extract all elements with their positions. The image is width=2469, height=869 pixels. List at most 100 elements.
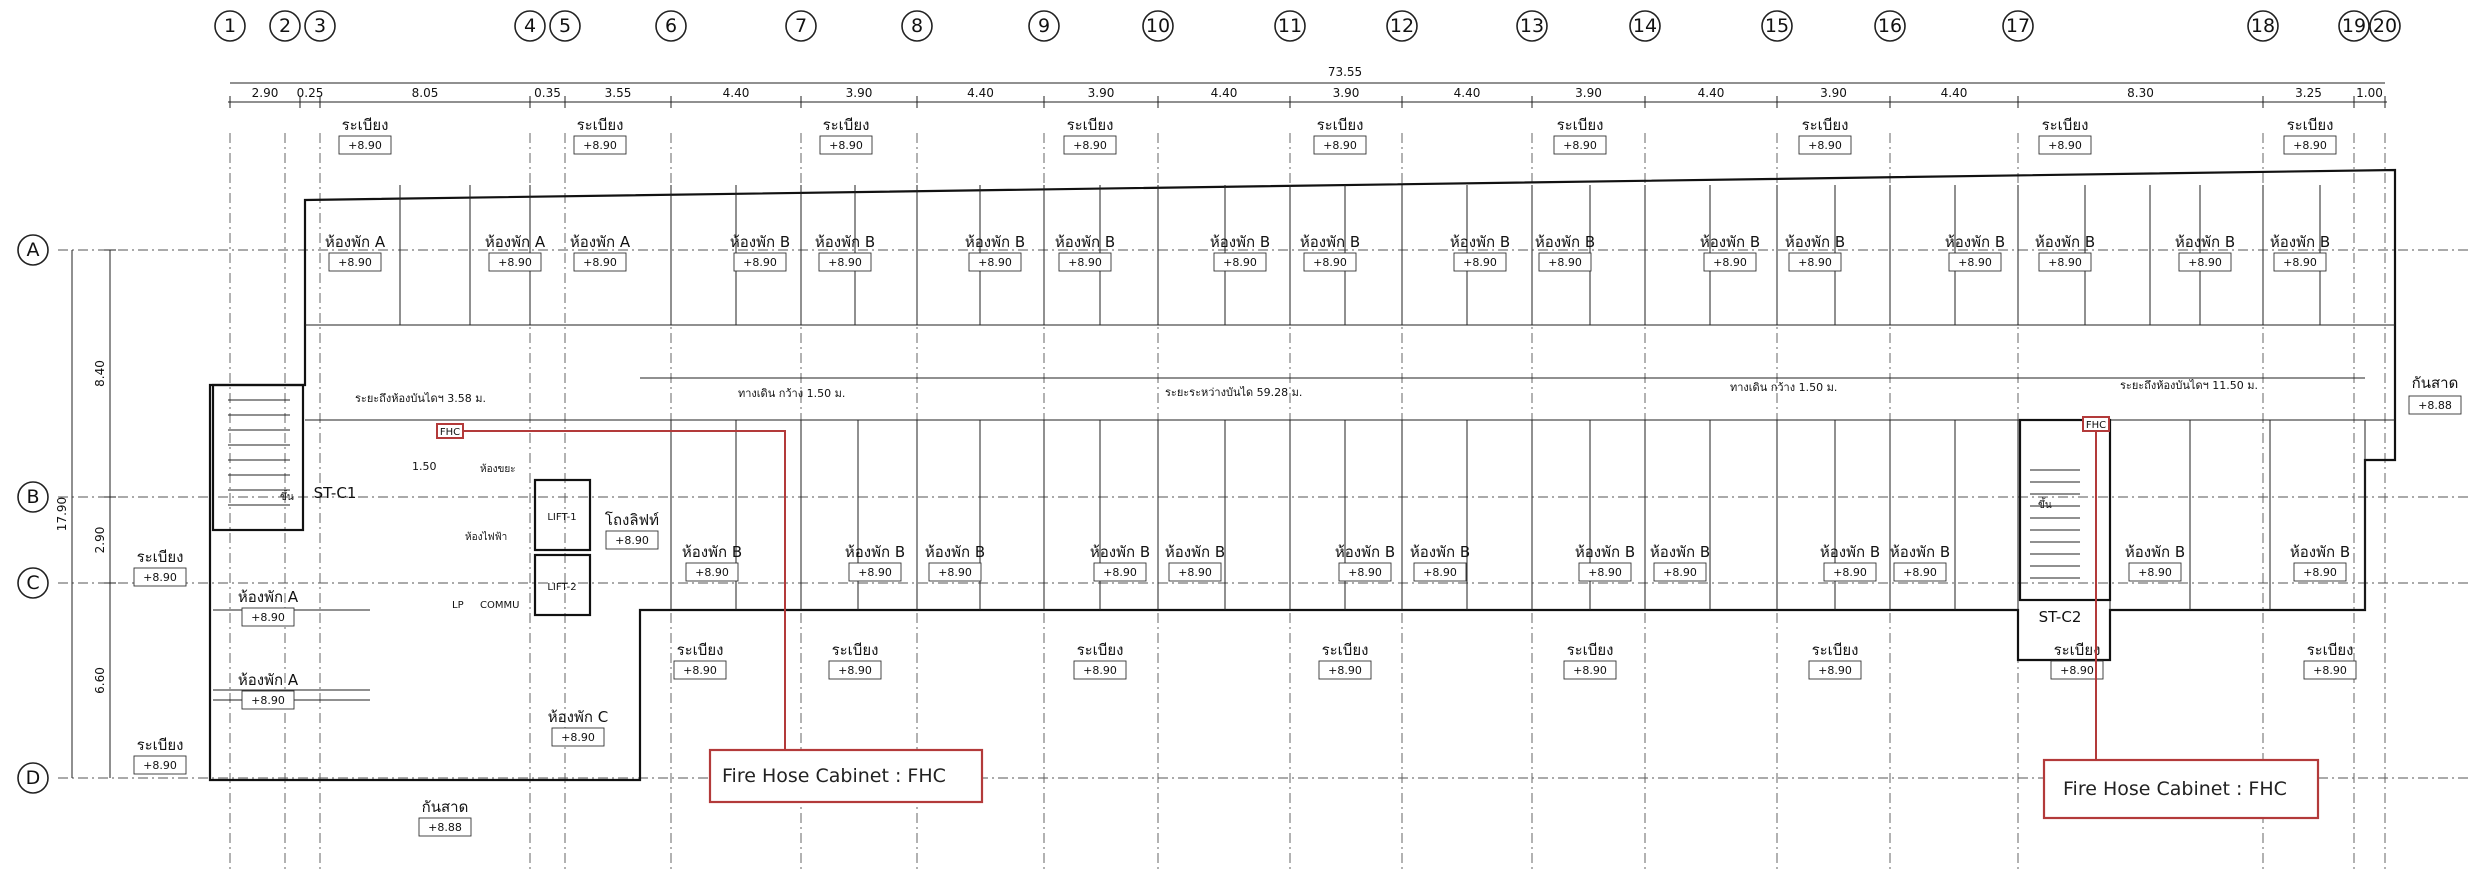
level-box bbox=[1058, 252, 1112, 272]
level-text: +8.90 bbox=[348, 139, 382, 152]
balcony-label: ระเบียง bbox=[1067, 116, 1114, 134]
grid-bubble-circle bbox=[1386, 10, 1418, 42]
level-text: +8.90 bbox=[1313, 256, 1347, 269]
level-text: +8.90 bbox=[143, 759, 177, 772]
grid-bubble-circle bbox=[304, 10, 336, 42]
grid-bubble-label: 9 bbox=[1038, 15, 1050, 37]
level-box bbox=[1093, 562, 1147, 582]
room-b-label: ห้องพัก B bbox=[815, 233, 875, 251]
grid-bubble-1: 1 bbox=[214, 10, 246, 42]
lift-1-shaft bbox=[533, 478, 592, 552]
room-b-label: ห้องพัก B bbox=[1165, 543, 1225, 561]
level-text: +8.90 bbox=[1663, 566, 1697, 579]
grid-bubble-label: 12 bbox=[1390, 15, 1414, 37]
overall-dim-text: 73.55 bbox=[1328, 65, 1362, 79]
level-text: +8.90 bbox=[1573, 664, 1607, 677]
room-b-label: ห้องพัก B bbox=[1450, 233, 1510, 251]
grid-bubble-13: 13 bbox=[1516, 10, 1548, 42]
level-box bbox=[928, 562, 982, 582]
segment-dim-text: 3.25 bbox=[2295, 86, 2322, 100]
corridor-width-left: ทางเดิน กว้าง 1.50 ม. bbox=[738, 387, 845, 400]
level-text: +8.90 bbox=[498, 256, 532, 269]
room-b-label: ห้องพัก B bbox=[1945, 233, 2005, 251]
grid-bubble-12: 12 bbox=[1386, 10, 1418, 42]
room-c-label: ห้องพัก C bbox=[548, 708, 608, 726]
grid-bubble-2: 2 bbox=[269, 10, 301, 42]
left-segment-dim-text: 8.40 bbox=[93, 360, 107, 387]
grid-bubble-circle bbox=[269, 10, 301, 42]
balcony-label: ระเบียง bbox=[1322, 641, 1369, 659]
level-text: +8.90 bbox=[1798, 256, 1832, 269]
segment-dim-text: 2.90 bbox=[252, 86, 279, 100]
level-text: +8.90 bbox=[1223, 256, 1257, 269]
level-text: +8.90 bbox=[1328, 664, 1362, 677]
fire-distance-left: ระยะถึงห้องบันไดฯ 3.58 ม. bbox=[355, 392, 486, 405]
grid-bubble-circle bbox=[2247, 10, 2279, 42]
level-text: +8.90 bbox=[583, 256, 617, 269]
level-text: +8.90 bbox=[1563, 139, 1597, 152]
grid-bubble-10: 10 bbox=[1142, 10, 1174, 42]
grid-bubble-label: 3 bbox=[314, 15, 326, 37]
room-b-label: ห้องพัก B bbox=[1090, 543, 1150, 561]
lift-lobby-label: โถงลิฟท์ bbox=[605, 511, 659, 529]
level-box bbox=[1538, 252, 1592, 272]
level-box bbox=[1338, 562, 1392, 582]
building-outline bbox=[208, 168, 2397, 782]
canopy-label: กันสาด bbox=[422, 798, 469, 816]
segment-dim-text: 3.90 bbox=[1333, 86, 1360, 100]
grid-bubble-circle bbox=[1274, 10, 1306, 42]
level-text: +8.90 bbox=[695, 566, 729, 579]
level-box bbox=[133, 755, 187, 775]
level-box bbox=[1563, 660, 1617, 680]
segment-dim-text: 0.25 bbox=[297, 86, 324, 100]
balcony-label: ระเบียง bbox=[1567, 641, 1614, 659]
grid-bubble-18: 18 bbox=[2247, 10, 2279, 42]
grid-bubble-label: 19 bbox=[2342, 15, 2366, 37]
lift-2-label: LIFT-2 bbox=[547, 582, 576, 593]
grid-bubble-14: 14 bbox=[1629, 10, 1661, 42]
room-b-label: ห้องพัก B bbox=[1300, 233, 1360, 251]
grid-bubble-label: 5 bbox=[559, 15, 571, 37]
room-b-label: ห้องพัก B bbox=[925, 543, 985, 561]
room-b-label: ห้องพัก B bbox=[965, 233, 1025, 251]
level-text: +8.90 bbox=[938, 566, 972, 579]
canopy-level: +8.88 bbox=[428, 821, 462, 834]
grid-bubble-circle bbox=[1629, 10, 1661, 42]
level-text: +8.90 bbox=[1903, 566, 1937, 579]
segment-dim-text: 3.90 bbox=[1575, 86, 1602, 100]
grid-bubble-label: 15 bbox=[1765, 15, 1789, 37]
balcony-label: ระเบียง bbox=[137, 736, 184, 754]
lift-lobby-level: +8.90 bbox=[615, 534, 649, 547]
canopy-label: กันสาด bbox=[2412, 374, 2459, 392]
level-box bbox=[968, 252, 1022, 272]
segment-dim-text: 4.40 bbox=[1454, 86, 1481, 100]
level-box bbox=[241, 690, 295, 710]
level-box bbox=[2050, 660, 2104, 680]
level-text: +8.90 bbox=[1958, 256, 1992, 269]
balcony-label: ระเบียง bbox=[1812, 641, 1859, 659]
grid-bubble-label: 16 bbox=[1878, 15, 1902, 37]
room-b-label: ห้องพัก B bbox=[1335, 543, 1395, 561]
corridor-width-right: ทางเดิน กว้าง 1.50 ม. bbox=[1730, 381, 1837, 394]
grid-bubble-label: 2 bbox=[279, 15, 291, 37]
balcony-label: ระเบียง bbox=[832, 641, 879, 659]
left-segment-dim-text: 2.90 bbox=[93, 527, 107, 554]
level-box bbox=[1313, 135, 1367, 155]
level-box bbox=[1303, 252, 1357, 272]
grid-bubble-4: 4 bbox=[514, 10, 546, 42]
dim-label: 1.50 bbox=[412, 460, 437, 473]
level-box bbox=[551, 727, 605, 747]
level-text: +8.90 bbox=[338, 256, 372, 269]
level-text: +8.90 bbox=[2138, 566, 2172, 579]
level-box bbox=[2038, 252, 2092, 272]
level-box bbox=[848, 562, 902, 582]
room-a-label: ห้องพัก A bbox=[238, 588, 299, 606]
room-b-label: ห้องพัก B bbox=[1575, 543, 1635, 561]
level-box bbox=[819, 135, 873, 155]
level-box bbox=[1073, 660, 1127, 680]
level-box bbox=[2038, 135, 2092, 155]
room-a-label: ห้องพัก A bbox=[238, 671, 299, 689]
grid-bubble-circle bbox=[1028, 10, 1060, 42]
lift-1-label: LIFT-1 bbox=[547, 512, 576, 523]
